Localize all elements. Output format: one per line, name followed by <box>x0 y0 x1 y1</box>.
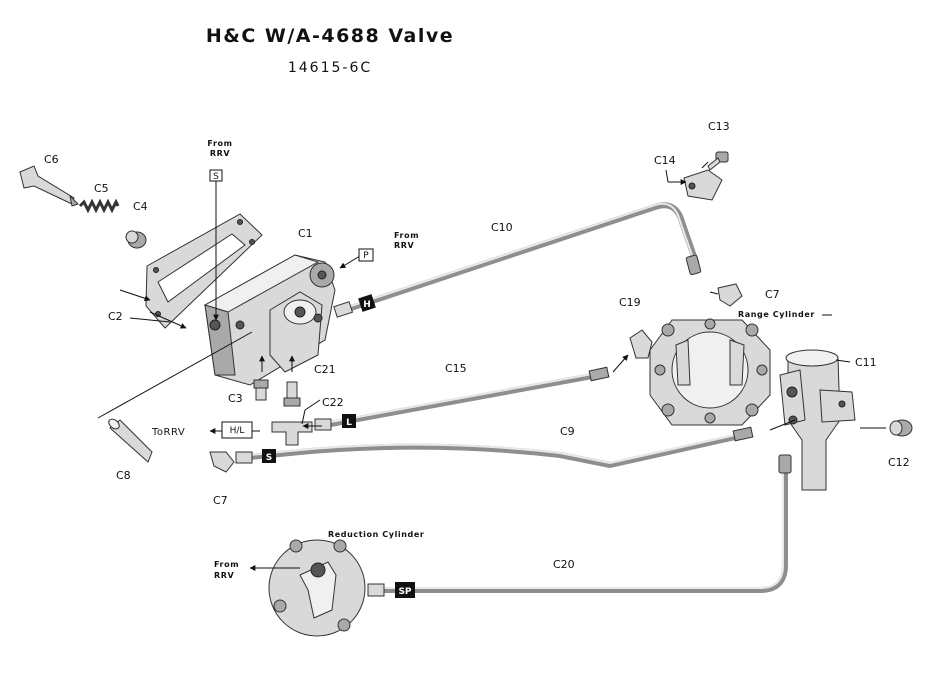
part-range-cylinder <box>649 318 771 426</box>
part-c6-pin <box>19 165 79 207</box>
note-from-rrv-top-line2: RRV <box>210 149 231 158</box>
hose-tag-s: S <box>262 449 276 463</box>
part-reduction-cylinder <box>268 539 366 637</box>
label-c9: C9 <box>560 425 575 438</box>
part-c2-gasket <box>145 213 263 329</box>
label-c12: C12 <box>888 456 910 469</box>
leader-c2-upper <box>119 289 151 302</box>
part-c11-valve <box>779 349 856 491</box>
label-c13: C13 <box>708 120 730 133</box>
note-from-rrv-top-line1: From <box>207 139 232 148</box>
label-c20: C20 <box>553 558 575 571</box>
fitting-c15-end <box>314 366 610 431</box>
label-c15: C15 <box>445 362 467 375</box>
port-box-p: P <box>358 248 374 262</box>
note-from-rrv-right-line1: From <box>394 231 419 240</box>
label-c1: C1 <box>298 227 313 240</box>
label-c10: C10 <box>491 221 513 234</box>
label-c14: C14 <box>654 154 676 167</box>
hose-c9 <box>237 433 743 468</box>
part-c22-tee <box>271 421 313 446</box>
label-c4: C4 <box>133 200 148 213</box>
part-c8-bolt <box>108 418 153 463</box>
label-c21: C21 <box>314 363 336 376</box>
label-c11: C11 <box>855 356 877 369</box>
note-to-rrv: ToRRV <box>151 427 185 438</box>
part-c3-fitting <box>253 379 269 401</box>
part-c7-elbow-left <box>209 451 235 473</box>
label-c7-right: C7 <box>765 288 780 301</box>
part-c19-elbow <box>629 329 653 359</box>
svg-text:S: S <box>213 172 219 182</box>
hose-tag-sp: SP <box>395 582 415 598</box>
hose-c10 <box>342 202 699 313</box>
svg-text:P: P <box>363 251 369 261</box>
note-from-rrv-bottom-line2: RRV <box>214 571 235 580</box>
leader-c2-lower <box>149 311 187 329</box>
diagram-subtitle: 14615-6C <box>288 60 372 76</box>
note-range-cylinder: Range Cylinder <box>738 310 815 319</box>
label-c2: C2 <box>108 310 123 323</box>
fitting-c10-end <box>333 254 702 318</box>
part-c14-bracket <box>683 169 723 201</box>
label-c7-left: C7 <box>213 494 228 507</box>
hose-tag-h: H <box>358 294 376 312</box>
port-box-hl: H/L <box>221 421 253 439</box>
svg-text:H: H <box>363 300 371 310</box>
part-c1-valve-body <box>203 254 336 386</box>
hose-tag-l: L <box>342 414 356 428</box>
part-c13-bolt <box>707 151 729 171</box>
label-c5: C5 <box>94 182 109 195</box>
svg-text:SP: SP <box>398 587 411 597</box>
svg-text:L: L <box>346 418 352 428</box>
label-c6: C6 <box>44 153 59 166</box>
label-c8: C8 <box>116 469 131 482</box>
fitting-c9-end <box>235 426 754 464</box>
part-c5-spring <box>78 198 120 214</box>
svg-text:S: S <box>266 453 272 463</box>
part-c4-nut <box>125 230 147 249</box>
hose-c20 <box>372 467 788 593</box>
svg-text:H/L: H/L <box>230 426 245 436</box>
port-box-s: S <box>209 169 223 182</box>
leader-lines <box>97 161 886 571</box>
hose-c15 <box>322 372 601 428</box>
note-reduction-cylinder: Reduction Cylinder <box>328 530 424 539</box>
note-from-rrv-bottom-line1: From <box>214 560 239 569</box>
part-c7-elbow-right <box>717 283 743 307</box>
diagram-title: H&C W/A-4688 Valve <box>206 25 454 47</box>
fitting-c20-end <box>367 454 792 597</box>
label-c19: C19 <box>619 296 641 309</box>
leader-from-rrv-p <box>339 255 361 269</box>
label-c22: C22 <box>322 396 344 409</box>
part-c12-plug <box>889 419 913 437</box>
part-c21-fitting <box>283 381 301 407</box>
label-c3: C3 <box>228 392 243 405</box>
note-from-rrv-right-line2: RRV <box>394 241 415 250</box>
